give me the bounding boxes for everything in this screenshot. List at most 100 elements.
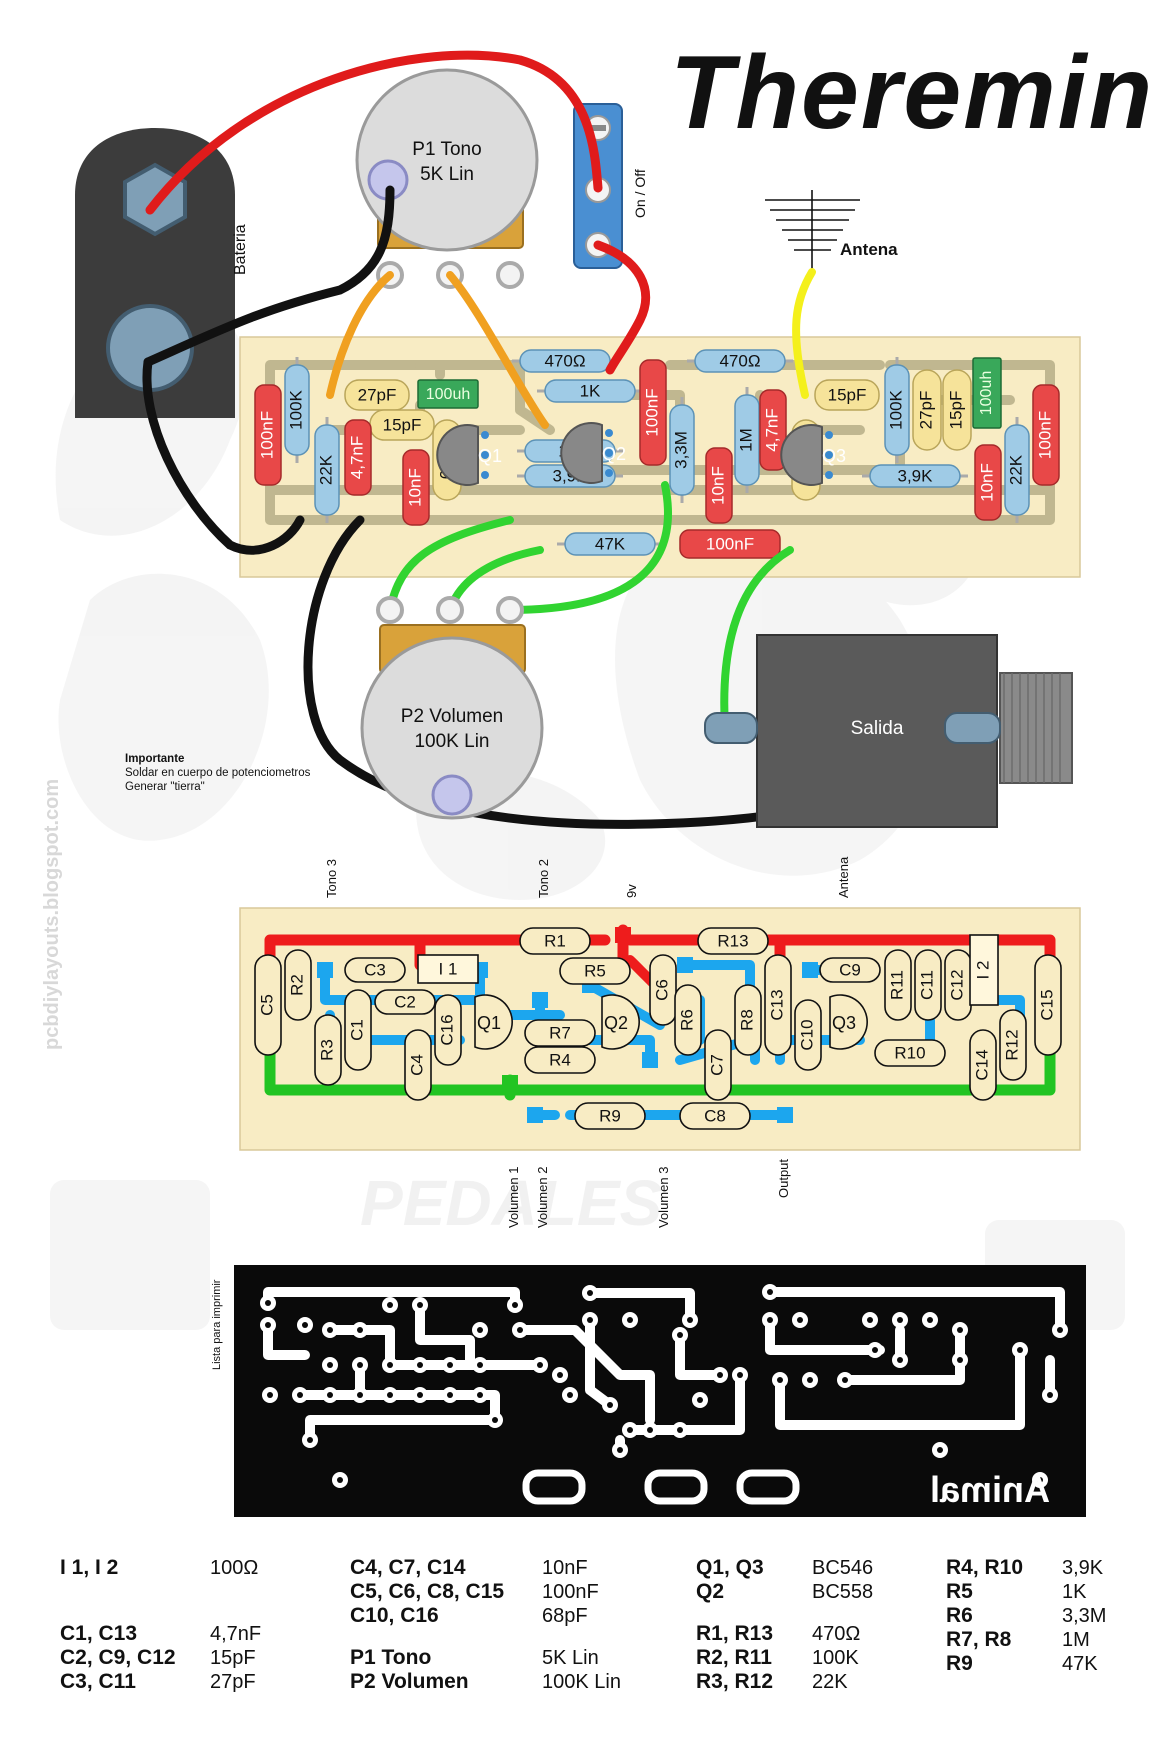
pcb-part-c14: C14 [969,1029,997,1101]
part-label: 1M [736,428,755,452]
pcb-top-labels: Tono 3 Tono 2 9v Antena [324,856,851,898]
part-r470-a: 470Ω [512,349,618,373]
bom-val: 5K Lin [542,1647,599,1669]
pcb-part-r9: R9 [574,1102,646,1130]
board-components: 100nF100K27pF100uh15pF22K4,7nF68pF10nF47… [254,349,1060,559]
part-r22k-right: 22K [1004,417,1030,523]
bom-val: BC558 [812,1581,874,1603]
bom-key: Q1, Q3 [696,1556,764,1579]
bom-key: I 1, I 2 [60,1556,119,1579]
bom-val: BC546 [812,1557,874,1579]
ground-note: Importante Soldar en cuerpo de potenciom… [125,753,311,793]
part-label: 100K [886,389,905,429]
wire-orange-1 [326,271,394,399]
label-volumen3: Volumen 3 [656,1167,671,1228]
part-label: 27pF [916,391,935,430]
pcb-part-label: R8 [737,1009,756,1031]
pcb-part-c10: C10 [794,999,822,1071]
pcb-part-label: R6 [677,1009,696,1031]
pcb-part-label: C6 [652,979,671,1001]
pcb-part-r2: R2 [284,949,312,1021]
pot2-volumen[interactable]: P2 Volumen 100K Lin [360,596,544,820]
bom-key: C4, C7, C14 [350,1556,466,1579]
pcb-transistor-label: Q3 [832,1013,856,1033]
label-volumen2: Volumen 2 [535,1167,550,1228]
part-c4-7nf-left: 4,7nF [344,419,372,496]
pcb-transistor-q2: Q2 [601,994,640,1050]
pcb-part-c2: C2 [374,989,436,1015]
pcb-part-i2: I 2 [969,934,999,1006]
bom-val: 100nF [542,1581,599,1603]
pcb-part-label: C13 [767,989,786,1020]
pcb-part-c4: C4 [404,1029,432,1101]
pcb-part-r7: R7 [524,1019,596,1047]
label-volumen1: Volumen 1 [506,1167,521,1228]
bom-key: R2, R11 [696,1646,772,1669]
part-c100nf-mid: 100nF [639,359,667,466]
pcb-layout-board [239,907,1081,1151]
part-c27pf-right: 27pF [912,369,942,451]
pcb-part-label: C8 [704,1106,726,1125]
pcb-part-c9: C9 [819,957,881,983]
pcb-part-label: R5 [584,961,606,980]
wire-green-1 [386,516,514,614]
part-label: 4,7nF [347,436,366,479]
pcb-part-r6: R6 [674,984,702,1056]
bom-val: 100K [812,1647,859,1669]
bom-val: 470Ω [812,1623,861,1645]
pcb-transistor-label: Q2 [604,1013,628,1033]
bom-val: 1K [1062,1581,1087,1603]
transistor-q3: Q3 [780,424,846,486]
bom-val: 4,7nF [210,1623,262,1645]
part-c10nf-mid: 10nF [705,447,733,524]
part-r3-3m: 3,3M [669,397,695,503]
pcb-part-label: C16 [437,1014,456,1045]
pcb-part-c5: C5 [254,954,282,1056]
part-label: 100nF [257,411,276,459]
bom-val: 27pF [210,1671,256,1693]
battery-label: Bateria [232,224,249,275]
pcb-part-label: R1 [544,931,566,950]
pcb-part-c11: C11 [914,949,942,1021]
pcb-part-r4: R4 [524,1046,596,1074]
bom-key: C10, C16 [350,1604,439,1627]
part-c10nf-left: 10nF [402,449,430,526]
part-label: 47K [595,534,626,553]
part-c10nf-right: 10nF [974,444,1002,521]
pcb-part-label: C3 [364,960,386,979]
part-label: 15pF [828,385,867,404]
pcb-part-r8: R8 [734,984,762,1056]
bom-key: C5, C6, C8, C15 [350,1580,505,1603]
pcb-part-c15: C15 [1034,954,1062,1056]
pcb-part-c7: C7 [704,1029,732,1101]
pcb-part-label: C5 [257,994,276,1016]
bom-key: C1, C13 [60,1622,138,1645]
wires [142,50,955,829]
part-c100nf-bottom: 100nF [679,529,781,559]
part-r1k: 1K [537,379,643,403]
pcb-part-r10: R10 [874,1039,946,1067]
bom-val: 68pF [542,1605,588,1627]
bom-key: R5 [946,1580,973,1603]
label-9v: 9v [624,884,639,898]
pcb-part-label: R2 [287,974,306,996]
pcb-part-label: R10 [894,1043,925,1062]
part-label: 3,3M [671,431,690,469]
pcb-part-r1: R1 [519,927,591,955]
pot1-tono[interactable]: P1 Tono 5K Lin [355,68,539,289]
pot1-name: P1 Tono [412,139,481,160]
part-c15pf-right2: 15pF [942,369,972,451]
transistor-label: Q1 [478,446,502,466]
pcb-part-c6: C6 [649,954,677,1026]
bom-key: R3, R12 [696,1670,774,1693]
pcb-part-r12: R12 [999,1009,1027,1081]
pcb-part-label: C12 [947,969,966,1000]
transistor-q1: Q1 [436,424,502,486]
output-jack-label: Salida [851,718,904,739]
output-jack[interactable]: Salida [704,634,1073,828]
bom-key: R4, R10 [946,1556,1024,1579]
bom-val: 100K Lin [542,1671,621,1693]
pcb-part-label: C11 [917,970,936,1000]
antenna-symbol [765,190,860,272]
